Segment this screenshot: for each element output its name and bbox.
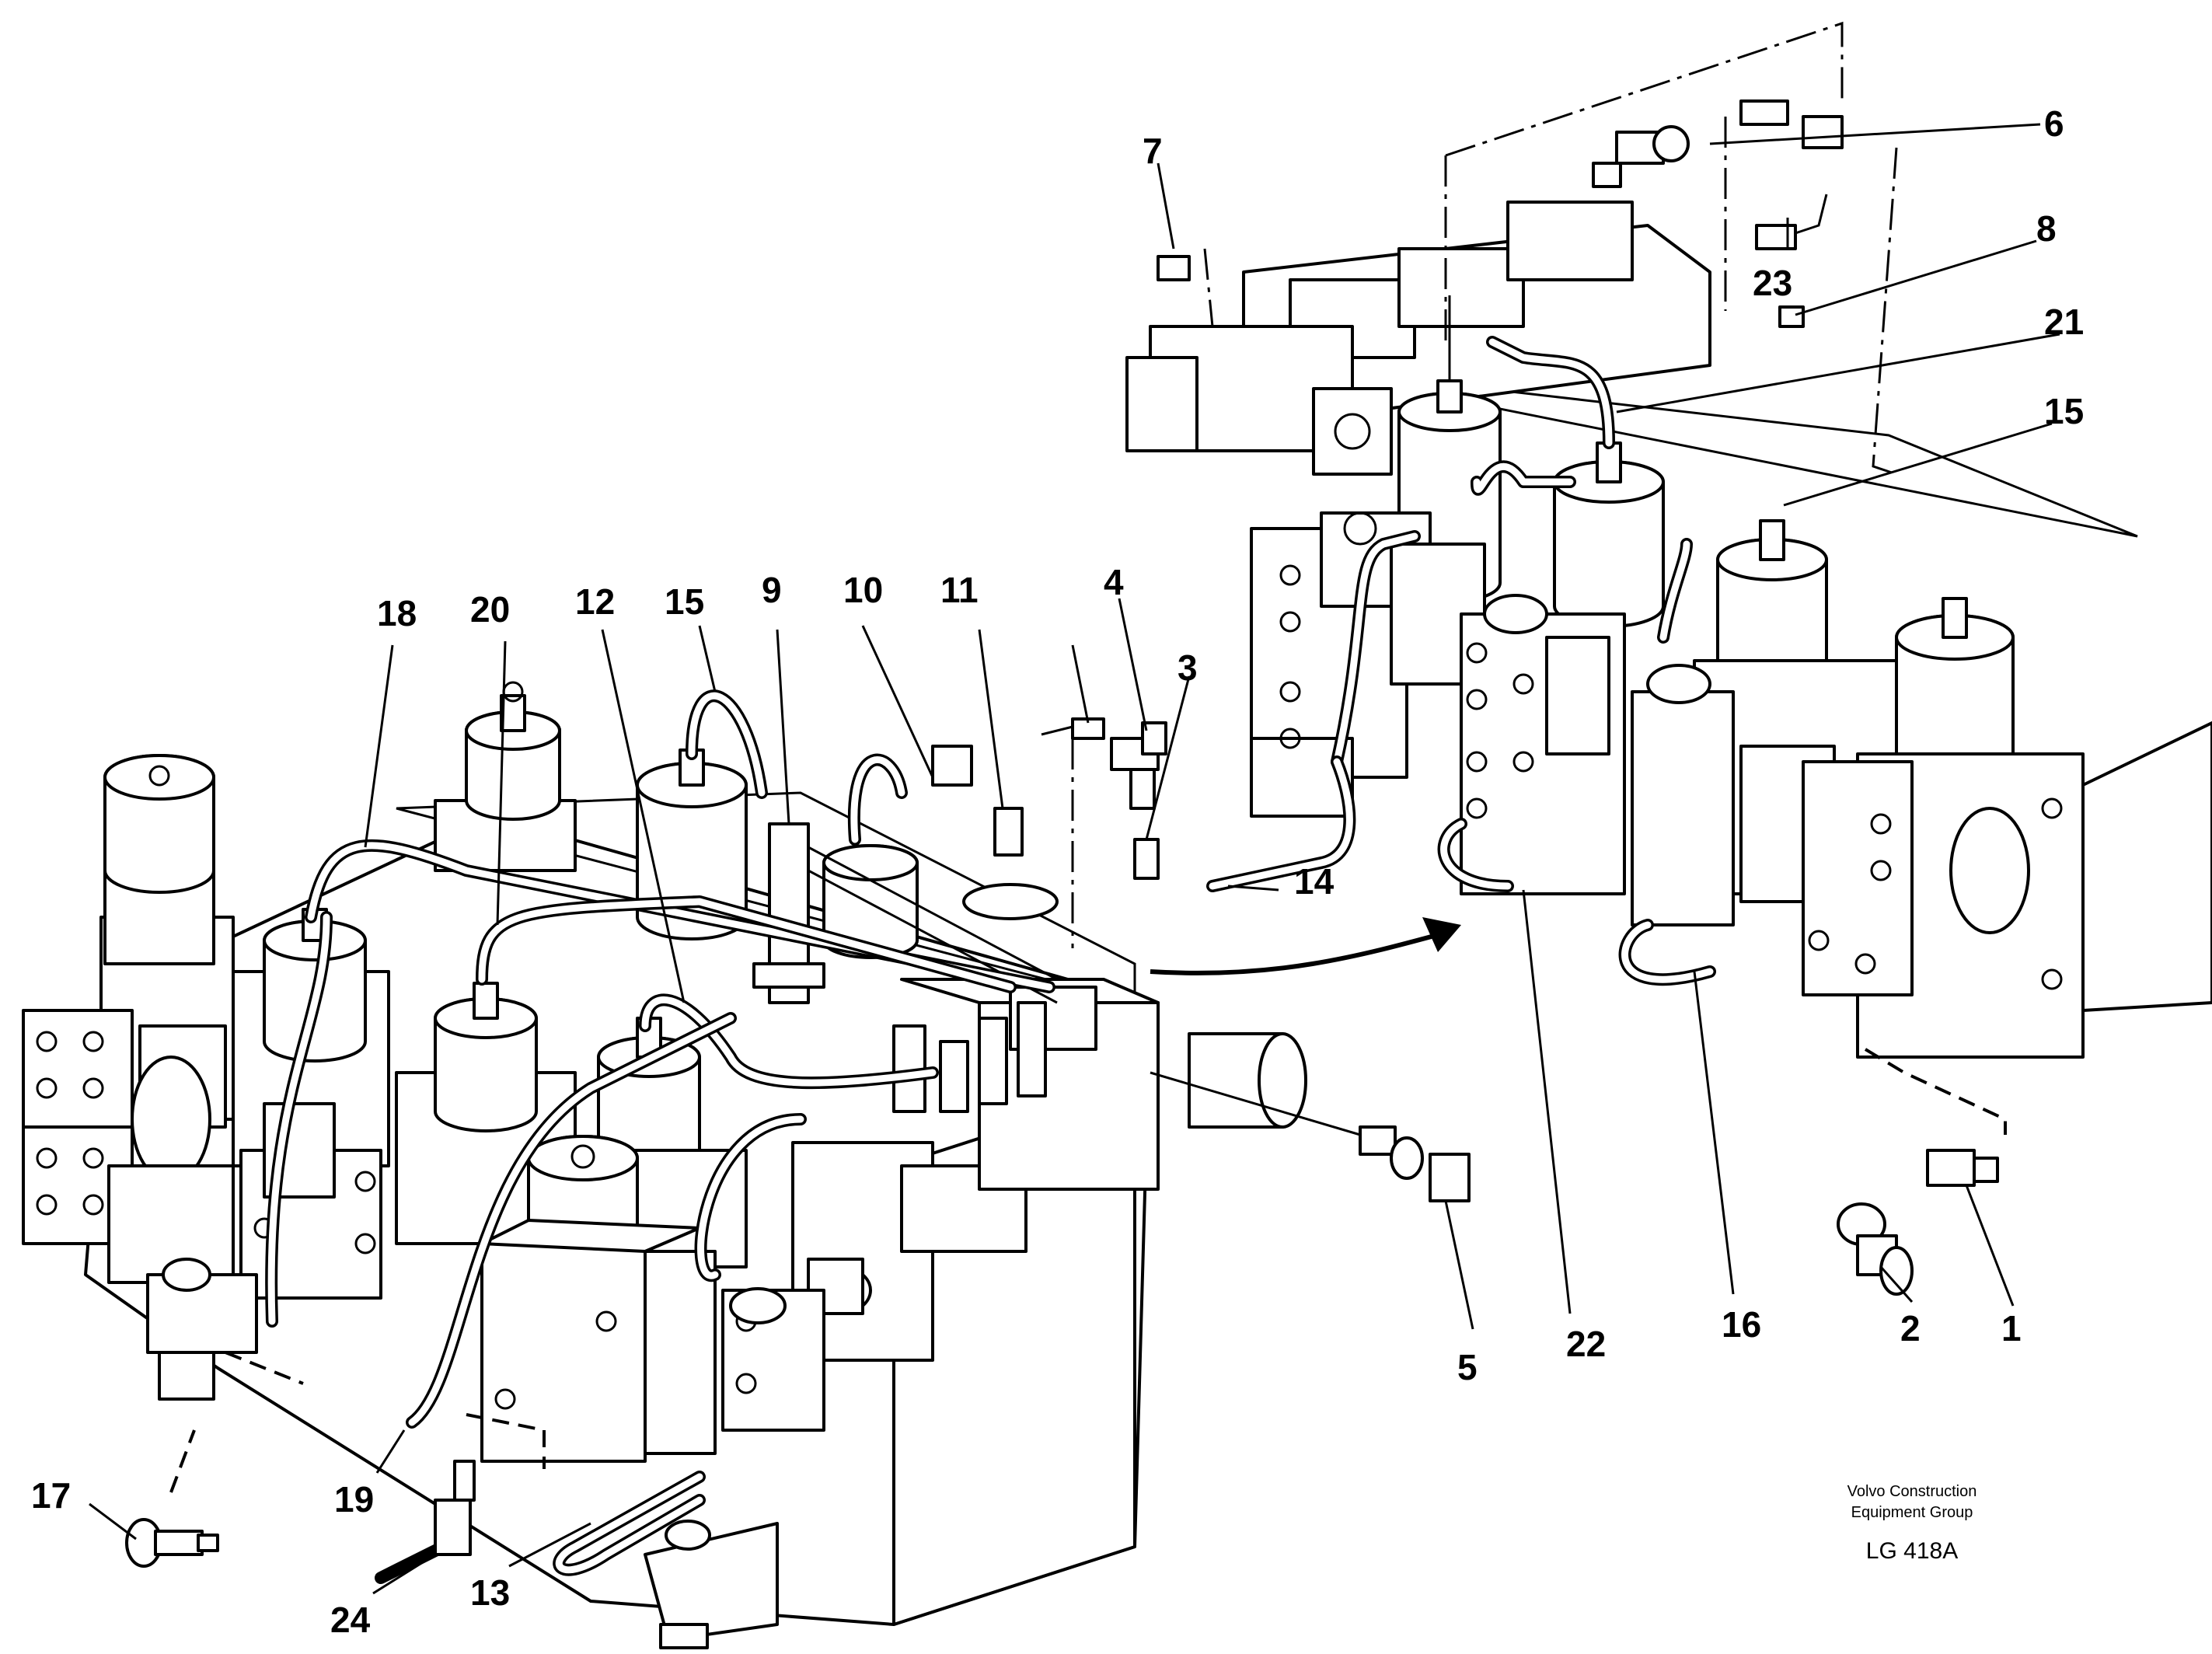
callout-13: 13 (470, 1572, 510, 1613)
right-valve-assembly (1125, 21, 2212, 1296)
callout-labels: 1 2 3 4 5 6 7 8 9 10 11 12 13 14 15 15 1… (31, 103, 2084, 1640)
callout-19: 19 (334, 1479, 374, 1520)
callout-24: 24 (330, 1600, 371, 1640)
callout-3: 3 (1178, 647, 1198, 688)
callout-4: 4 (1104, 562, 1124, 602)
callout-12: 12 (575, 581, 615, 622)
caption-company-line1: Volvo Construction (1847, 1483, 1977, 1500)
callout-2: 2 (1900, 1308, 1921, 1349)
diagram-caption: Volvo Construction Equipment Group LG 41… (1847, 1483, 1977, 1564)
callout-20: 20 (470, 589, 510, 630)
callout-11: 11 (940, 570, 979, 610)
callout-22: 22 (1566, 1324, 1606, 1364)
callout-8: 8 (2036, 208, 2057, 249)
callout-14: 14 (1294, 861, 1335, 902)
leader-lines (89, 123, 2060, 1595)
caption-company-line2: Equipment Group (1851, 1504, 1973, 1521)
callout-10: 10 (843, 570, 883, 610)
callout-15-right: 15 (2044, 391, 2084, 431)
callout-5: 5 (1457, 1347, 1478, 1387)
callout-18: 18 (377, 593, 417, 633)
callout-1: 1 (2001, 1308, 2022, 1349)
callout-6: 6 (2044, 103, 2064, 144)
connection-arrow (1150, 930, 1446, 975)
arrow-head-icon (1422, 917, 1461, 952)
callout-17: 17 (31, 1475, 71, 1516)
callout-16: 16 (1722, 1304, 1761, 1345)
callout-9: 9 (762, 570, 782, 610)
callout-21: 21 (2044, 302, 2084, 342)
callout-15-left: 15 (665, 581, 704, 622)
left-valve-assembly (22, 681, 1471, 1649)
callout-7: 7 (1143, 131, 1163, 171)
caption-reference: LG 418A (1866, 1538, 1958, 1564)
callout-23: 23 (1753, 263, 1792, 303)
